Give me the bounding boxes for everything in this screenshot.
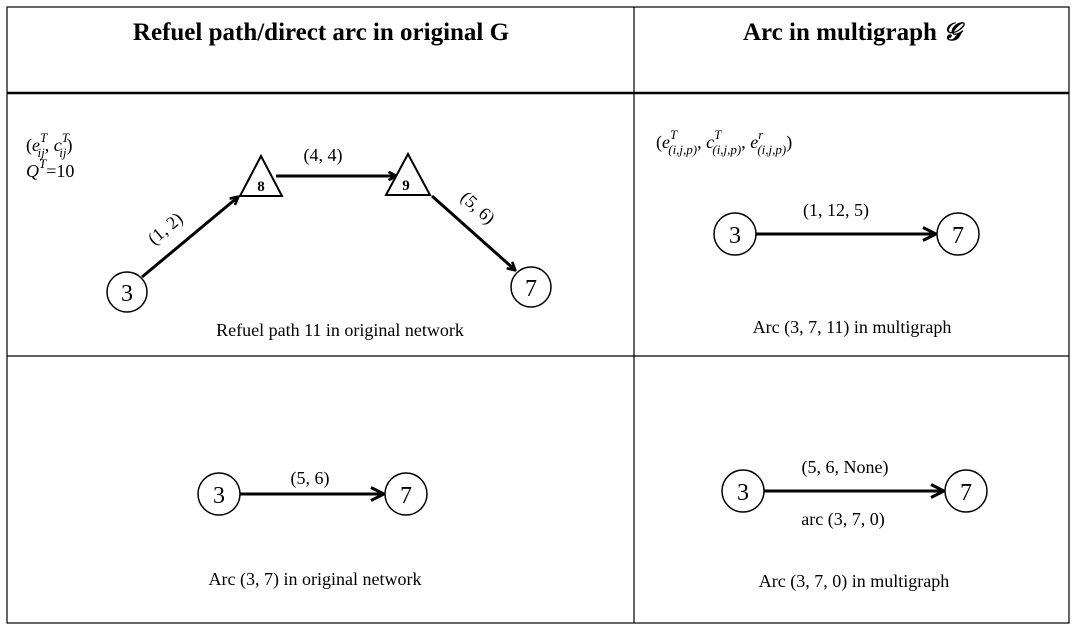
direct-arc-multigraph-diagram: (5, 6, None) arc (3, 7, 0) 3 7 Arc (3, 7… (721, 457, 988, 592)
multigraph-legend-c-sub: (i,j,p) (712, 142, 741, 157)
refuel-station-9-label: 9 (402, 178, 410, 194)
original-caption: Arc (3, 7) in original network (209, 569, 422, 590)
multigraph-node-7-label: 7 (952, 223, 964, 249)
multigraph-legend-e: e (662, 132, 670, 152)
multigraph-node-3-circle (713, 212, 757, 256)
table-grid (6, 6, 1070, 624)
multigraph-arc-diagram: (eT(i,j,p), cT(i,j,p), er(i,j,p)) (1, 12… (656, 127, 980, 338)
refuel-legend-line2: QT=10 (26, 156, 74, 181)
refuel-node-7-circle (510, 266, 552, 308)
refuel-legend-c: c (54, 135, 62, 155)
multigraph-direct-caption: Arc (3, 7, 0) in multigraph (759, 571, 949, 592)
refuel-caption: Refuel path 11 in original network (216, 320, 464, 340)
multigraph-direct-edge-sublabel: arc (3, 7, 0) (801, 509, 884, 530)
original-node-7-label: 7 (400, 483, 412, 509)
multigraph-legend-c-sup: T (714, 127, 722, 142)
multigraph-node-7-circle (936, 212, 980, 256)
multigraph-direct-node-3-label: 3 (737, 480, 749, 506)
refuel-legend-e-sup: T (40, 130, 48, 145)
refuel-station-8-label: 8 (257, 179, 265, 195)
refuel-edge-8-to-9-label: (4, 4) (304, 145, 343, 166)
multigraph-legend-c: c (706, 132, 714, 152)
original-node-7-circle (384, 472, 428, 516)
refuel-legend-c-sup: T (62, 130, 70, 145)
multigraph-legend-e-sup: T (670, 127, 678, 142)
refuel-legend-c-sub: ij (59, 145, 67, 160)
refuel-node-7-label: 7 (525, 276, 537, 302)
refuel-station-8-triangle (238, 153, 284, 197)
refuel-legend-close: ) (67, 135, 73, 156)
multigraph-direct-node-3-circle (721, 469, 765, 513)
multigraph-legend-open: ( (656, 132, 662, 153)
original-edge-label: (5, 6) (291, 468, 330, 489)
refuel-edge-9-to-7 (431, 194, 515, 270)
multigraph-direct-edge-label: (5, 6, None) (802, 457, 889, 478)
header-right-title-text: Arc in multigraph (743, 19, 943, 46)
multigraph-legend-r-sub: (i,j,p) (757, 142, 786, 157)
multigraph-legend-sep1: , (697, 132, 706, 152)
refuel-legend-e-sub: ij (38, 145, 46, 160)
direct-arc-original-diagram: (5, 6) 3 7 Arc (3, 7) in original networ… (197, 468, 428, 590)
refuel-station-9-triangle (384, 151, 432, 196)
multigraph-legend: (eT(i,j,p), cT(i,j,p), er(i,j,p)) (656, 127, 792, 157)
refuel-legend-sep: , (45, 135, 54, 155)
header-right-title: Arc in multigraph 𝒢 (743, 19, 965, 46)
multigraph-caption: Arc (3, 7, 11) in multigraph (753, 317, 952, 338)
multigraph-legend-sep2: , (741, 132, 750, 152)
multigraph-legend-r-sup: r (758, 127, 764, 142)
multigraph-legend-e-sub: (i,j,p) (668, 142, 697, 157)
refuel-legend-q-sup: T (39, 156, 47, 171)
original-node-3-label: 3 (213, 483, 225, 509)
multigraph-edge-label: (1, 12, 5) (803, 200, 869, 221)
multigraph-direct-node-7-label: 7 (960, 480, 972, 506)
header-right-title-symbol: 𝒢 (943, 19, 965, 46)
original-node-3-circle (197, 472, 241, 516)
refuel-node-3-label: 3 (121, 281, 133, 307)
refuel-legend-open: ( (26, 135, 32, 156)
multigraph-node-3-label: 3 (729, 223, 741, 249)
multigraph-legend-close: ) (786, 132, 792, 153)
refuel-edge-3-to-8 (141, 197, 238, 279)
refuel-legend-q-rest: =10 (46, 161, 74, 181)
multigraph-legend-r: e (750, 132, 758, 152)
refuel-legend-q: Q (26, 161, 39, 181)
multigraph-direct-node-7-circle (944, 469, 988, 513)
refuel-node-3-circle (106, 271, 148, 313)
refuel-legend-e: e (32, 135, 40, 155)
header-left-title: Refuel path/direct arc in original G (133, 19, 509, 46)
table-outer-border (6, 6, 1070, 624)
